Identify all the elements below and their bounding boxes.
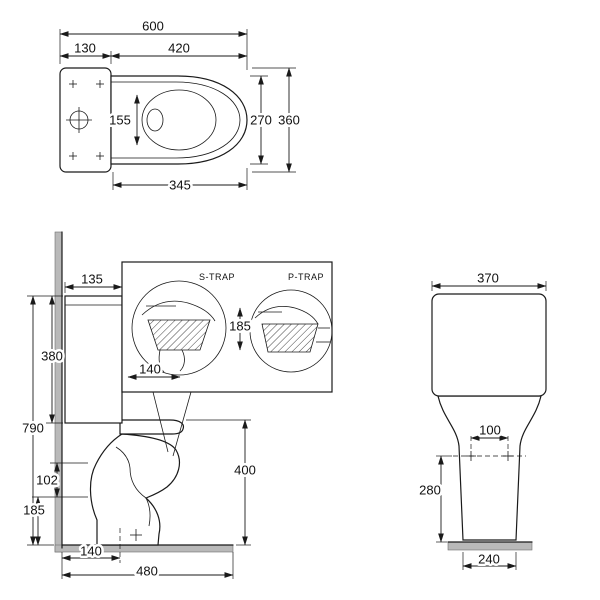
dim-label-fixing-centres: 100 (479, 423, 501, 438)
dim-front-cistern-width: 370 (431, 268, 547, 291)
trap-detail: S-TRAP P-TRAP 185 140 (121, 261, 333, 457)
front-pedestal (437, 395, 542, 541)
dim-side-trap-gap: 102 (32, 462, 88, 498)
side-outlet-mark (130, 529, 142, 541)
dim-label-outlet-setout: 140 (80, 544, 102, 559)
dim-side-outlet-setout: 140 (61, 528, 121, 563)
dim-plan-overall-length: 600 (59, 16, 248, 70)
p-trap-circle (249, 289, 333, 373)
callout-line-1 (152, 391, 169, 453)
dim-trap-depth: 140 (127, 359, 181, 380)
plan-lid-seam (111, 81, 241, 159)
dim-label-bowl-length: 345 (169, 178, 191, 193)
dim-side-overall-depth: 480 (61, 552, 234, 581)
dim-side-overall-height: 790 (20, 295, 54, 546)
dim-label-trap-height: 185 (229, 319, 251, 334)
dim-front-base-width: 240 (462, 549, 517, 570)
dim-front-fixing-centres: 100 (470, 420, 509, 449)
wall (54, 231, 63, 553)
side-trap-lines (115, 446, 151, 527)
side-bowl (89, 433, 180, 546)
dim-label-cistern-depth: 130 (74, 41, 96, 56)
dim-label-seat-width: 270 (250, 113, 272, 128)
dim-plan-cistern-depth: 130 (59, 38, 112, 64)
plan-bowl-opening (141, 89, 217, 151)
dim-label-rim-height: 400 (234, 463, 256, 478)
dim-label-seat-projection: 420 (168, 41, 190, 56)
dim-label-overall-width: 360 (278, 113, 300, 128)
side-seat (119, 419, 185, 435)
plan-fixing-holes (66, 80, 104, 160)
dim-label-overall-height: 790 (22, 421, 44, 436)
dim-label-outlet-height: 185 (23, 503, 45, 518)
dim-label-cistern-top-depth: 135 (81, 272, 103, 287)
s-trap-label: S-TRAP (199, 272, 235, 282)
dim-label-trap-depth: 140 (139, 362, 161, 377)
front-view: 370 100 280 240 (417, 268, 547, 570)
dim-label-overall-depth: 480 (136, 564, 158, 579)
front-cistern (431, 293, 547, 397)
dim-trap-height: 185 (227, 307, 253, 351)
dim-plan-bowl-length: 345 (112, 168, 248, 195)
dim-plan-opening-width: 155 (107, 94, 140, 146)
floor-front (447, 541, 533, 551)
callout-line-2 (172, 391, 192, 457)
dim-label-cistern-width: 370 (477, 271, 499, 286)
s-trap-schematic (141, 300, 216, 373)
p-trap-label: P-TRAP (288, 272, 324, 282)
dim-front-fixing-height: 280 (417, 455, 452, 543)
dim-side-rim-height: 400 (186, 419, 258, 546)
dim-label-trap-gap: 102 (36, 473, 58, 488)
side-view: 135 380 790 102 185 (20, 231, 258, 581)
dim-label-cistern-height: 380 (41, 349, 63, 364)
dim-plan-seat-projection: 420 (110, 38, 248, 59)
dim-plan-seat-width: 270 (248, 75, 274, 165)
plan-seat-outline (110, 75, 248, 165)
dim-label-fixing-height: 280 (419, 483, 441, 498)
dim-side-outlet-height: 185 (21, 496, 47, 546)
dim-side-cistern-top-depth: 135 (64, 269, 123, 293)
dim-label-overall-length: 600 (142, 19, 164, 34)
dim-plan-overall-width: 360 (252, 67, 302, 173)
p-trap-schematic (254, 305, 330, 353)
dim-label-opening-width: 155 (109, 113, 131, 128)
plan-view: 600 130 420 155 270 360 (59, 16, 302, 195)
front-fixing-holes (466, 451, 513, 461)
plan-flush-inlet (146, 108, 164, 132)
dim-label-base-width: 240 (478, 552, 500, 567)
side-cistern (64, 295, 123, 424)
